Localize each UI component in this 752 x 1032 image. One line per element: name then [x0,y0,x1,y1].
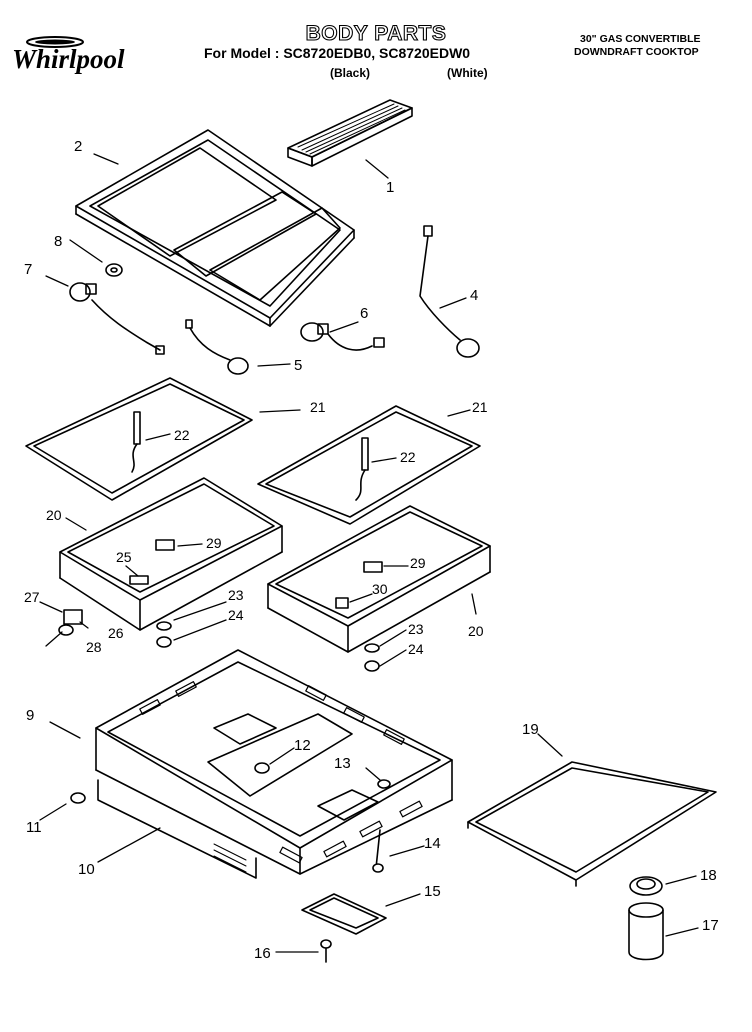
callout-14: 14 [424,835,441,852]
callout-24-right: 24 [408,641,424,657]
model-numbers: For Model : SC8720EDB0, SC8720EDW0 [204,45,471,61]
callout-29-right: 29 [410,555,426,571]
callout-9: 9 [26,707,34,724]
callout-16: 16 [254,945,271,962]
callout-28: 28 [86,639,102,655]
callout-30: 30 [372,581,388,597]
callout-7: 7 [24,261,32,278]
callout-4: 4 [470,287,478,304]
callout-25: 25 [116,549,132,565]
callout-18: 18 [700,867,717,884]
callout-12: 12 [294,737,311,754]
burner-probe-left [131,411,141,473]
igniter-switch-left [69,282,165,355]
vent-grille [287,99,413,167]
lower-side-panel [97,779,257,879]
callout-23-left: 23 [228,587,244,603]
callout-23-right: 23 [408,621,424,637]
orifice-cap [629,876,663,896]
brand-wordmark: Whirlpool [12,44,125,74]
callout-1: 1 [386,179,394,196]
callout-22-right: 22 [400,449,416,465]
callout-19: 19 [522,721,539,738]
callout-29-left: 29 [206,535,222,551]
callout-6: 6 [360,305,368,322]
callout-5: 5 [294,357,302,374]
product-line-1: 30" GAS CONVERTIBLE [580,33,701,45]
screws [70,762,391,963]
cooktop-frame [75,129,355,327]
product-line-2: DOWNDRAFT COOKTOP [574,46,699,58]
callout-21-left: 21 [310,399,326,415]
whirlpool-logo: Whirlpool [12,36,125,74]
callout-26: 26 [108,625,124,641]
burner-box-left [59,477,283,631]
callout-24-left: 24 [228,607,244,623]
callout-20-left: 20 [46,507,62,523]
leader-arrows [39,153,699,953]
igniter-switch-center [185,319,249,375]
callout-27: 27 [24,589,40,605]
gasket-right [257,405,481,525]
burner-box-right [267,505,491,653]
nut [105,263,123,277]
callout-8: 8 [54,233,62,250]
burner-probe-right [355,437,369,501]
black-variant-label: (Black) [330,66,371,80]
igniter-switch-right [300,322,385,351]
white-variant-label: (White) [447,66,488,80]
igniter-switch-far-right [419,225,480,358]
label-plate [301,893,387,935]
callout-15: 15 [424,883,441,900]
bottom-panel [467,761,717,887]
gasket-left [25,377,253,501]
callout-22-left: 22 [174,427,190,443]
callout-21-right: 21 [472,399,488,415]
callout-10: 10 [78,861,95,878]
callout-2: 2 [74,138,82,155]
orifice-jar [628,902,664,961]
page-title: BODY PARTS [305,21,447,45]
lower-chassis [95,649,453,875]
callout-20-right: 20 [468,623,484,639]
callout-11: 11 [26,819,42,836]
callout-17: 17 [702,917,719,934]
callout-13: 13 [334,755,351,772]
small-hardware [58,539,383,672]
